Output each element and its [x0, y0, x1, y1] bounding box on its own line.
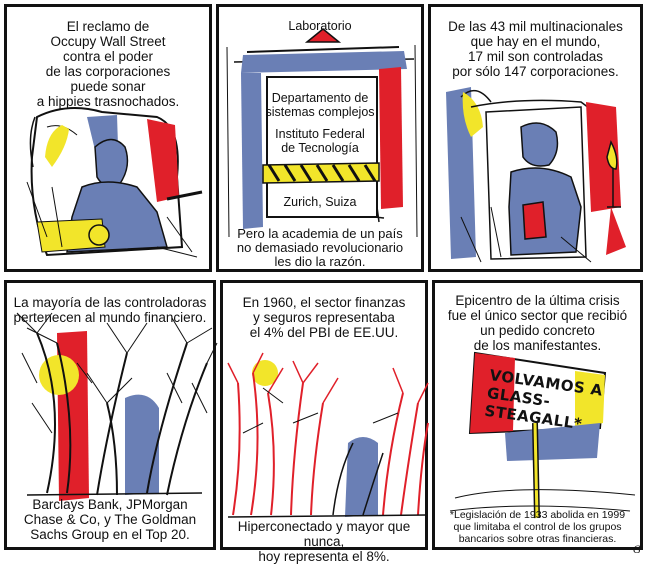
panel-5-bottom-caption: Hiperconectado y mayor que nunca, hoy re… [237, 519, 411, 564]
panel-5-caption: En 1960, el sector finanzas y seguros re… [242, 295, 406, 340]
red-tree-network-illustration [227, 352, 429, 518]
bare-tree-illustration [16, 312, 218, 501]
panel-4: La mayoría de las controladoras pertenec… [4, 280, 218, 550]
armchair-illustration [26, 107, 203, 258]
panel-2-location: Zurich, Suiza [283, 195, 357, 209]
protest-sign-illustration [449, 351, 636, 519]
panel-1: El reclamo de Occupy Wall Street contra … [4, 4, 212, 272]
panel-2-department-sign: Departamento de sistemas complejos [265, 91, 375, 119]
panel-6: Epicentro de la última crisis fue el úni… [432, 280, 643, 550]
panel-4-caption: La mayoría de las controladoras pertenec… [13, 295, 207, 325]
panel-2-header: Laboratorio [288, 19, 352, 33]
laboratory-building-illustration [226, 28, 418, 238]
panel-6-footnote: *Legislación de 1933 abolida en 1999 que… [449, 509, 626, 545]
panel-4-bottom-caption: Barclays Bank, JPMorgan Chase & Co, y Th… [23, 497, 197, 542]
panel-2: Laboratorio Departamento de sistemas com… [216, 4, 424, 272]
executive-toast-illustration [446, 87, 626, 263]
panel-2-caption: Pero la academia de un país no demasiado… [236, 226, 404, 269]
panel-2-institute: Instituto Federal de Tecnología [275, 127, 365, 155]
panel-5: En 1960, el sector finanzas y seguros re… [220, 280, 429, 564]
panel-6-caption: Epicentro de la última crisis fue el úni… [447, 293, 628, 353]
panel-1-caption: El reclamo de Occupy Wall Street contra … [36, 19, 180, 109]
panel-3-caption: De las 43 mil multinacionales que hay en… [448, 19, 623, 79]
artist-signature: G [633, 545, 641, 556]
panel-3: De las 43 mil multinacionales que hay en… [428, 4, 643, 272]
